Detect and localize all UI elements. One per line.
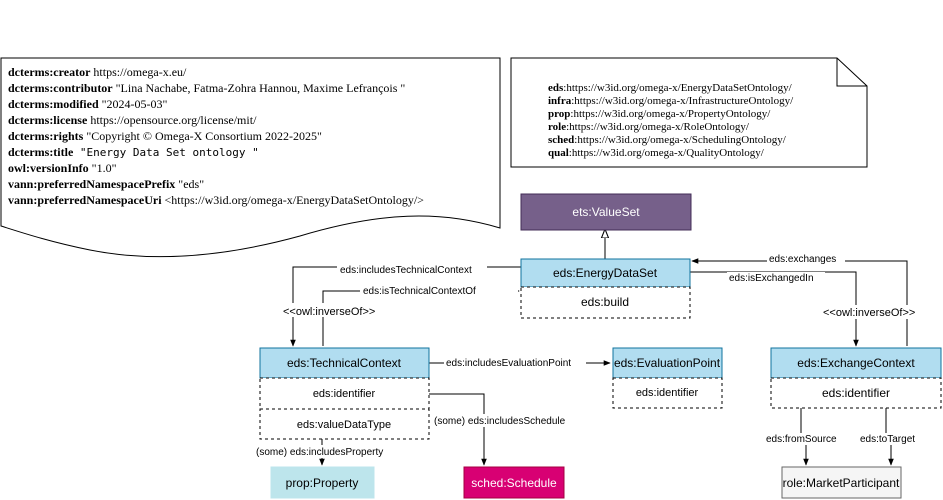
label-includes-property: (some) eds:includesProperty: [256, 447, 383, 458]
prefixes-note-shape: [510, 57, 868, 168]
edge-includes-schedule: [429, 393, 487, 466]
label-inverse-of-right: <<owl:inverseOf>>: [823, 307, 915, 319]
class-energy-data-set-label: eds:EnergyDataSet: [553, 266, 658, 280]
attribute-value-data-type: eds:valueDataType: [297, 419, 391, 431]
class-evaluation-point[interactable]: eds:EvaluationPoint eds:identifier: [612, 347, 723, 409]
label-includes-technical-context: eds:includesTechnicalContext: [340, 265, 472, 276]
class-schedule-label: sched:Schedule: [471, 476, 557, 490]
label-to-target: eds:toTarget: [860, 434, 915, 445]
class-value-set-label: ets:ValueSet: [572, 205, 640, 219]
metadata-text: dcterms:creator https://omega-x.eu/ dcte…: [8, 65, 424, 207]
metadata-note-shape: [0, 57, 501, 258]
label-is-exchanged-in: eds:isExchangedIn: [729, 273, 814, 284]
metadata-note: dcterms:creator https://omega-x.eu/ dcte…: [0, 57, 501, 258]
attribute-build: eds:build: [581, 295, 629, 309]
edge-labels: eds:includesTechnicalContext eds:isTechn…: [254, 253, 925, 458]
class-market-participant[interactable]: role:MarketParticipant: [781, 466, 902, 499]
label-exchanges: eds:exchanges: [769, 254, 836, 265]
class-technical-context-label: eds:TechnicalContext: [287, 356, 402, 370]
class-exchange-context[interactable]: eds:ExchangeContext eds:identifier: [770, 347, 942, 409]
class-property[interactable]: prop:Property: [270, 466, 375, 499]
label-inverse-of-left: <<owl:inverseOf>>: [283, 306, 375, 318]
attribute-technical-context-identifier: eds:identifier: [313, 388, 376, 400]
label-from-source: eds:fromSource: [766, 434, 837, 445]
class-schedule[interactable]: sched:Schedule: [463, 466, 565, 499]
attribute-exchange-context-identifier: eds:identifier: [822, 386, 890, 400]
class-energy-data-set[interactable]: eds:EnergyDataSet eds:build: [520, 258, 691, 319]
class-exchange-context-label: eds:ExchangeContext: [797, 356, 915, 370]
label-includes-evaluation-point: eds:includesEvaluationPoint: [446, 358, 571, 369]
class-value-set[interactable]: ets:ValueSet: [520, 193, 692, 231]
prefixes-note-fold: [836, 58, 867, 87]
class-market-participant-label: role:MarketParticipant: [783, 476, 900, 490]
class-technical-context[interactable]: eds:TechnicalContext eds:identifier eds:…: [259, 347, 430, 440]
nodes: ets:ValueSet eds:EnergyDataSet eds:build…: [259, 193, 942, 499]
label-includes-schedule: (some) eds:includesSchedule: [434, 416, 566, 427]
prefixes-text: eds:https://w3id.org/omega-x/EnergyDataS…: [548, 82, 796, 159]
edge-is-technical-context-of: [322, 288, 520, 346]
label-is-technical-context-of: eds:isTechnicalContextOf: [363, 286, 476, 297]
class-evaluation-point-label: eds:EvaluationPoint: [614, 356, 721, 370]
attribute-evaluation-point-identifier: eds:identifier: [636, 387, 699, 399]
prefixes-note: eds:https://w3id.org/omega-x/EnergyDataS…: [510, 57, 868, 168]
class-property-label: prop:Property: [286, 476, 359, 490]
